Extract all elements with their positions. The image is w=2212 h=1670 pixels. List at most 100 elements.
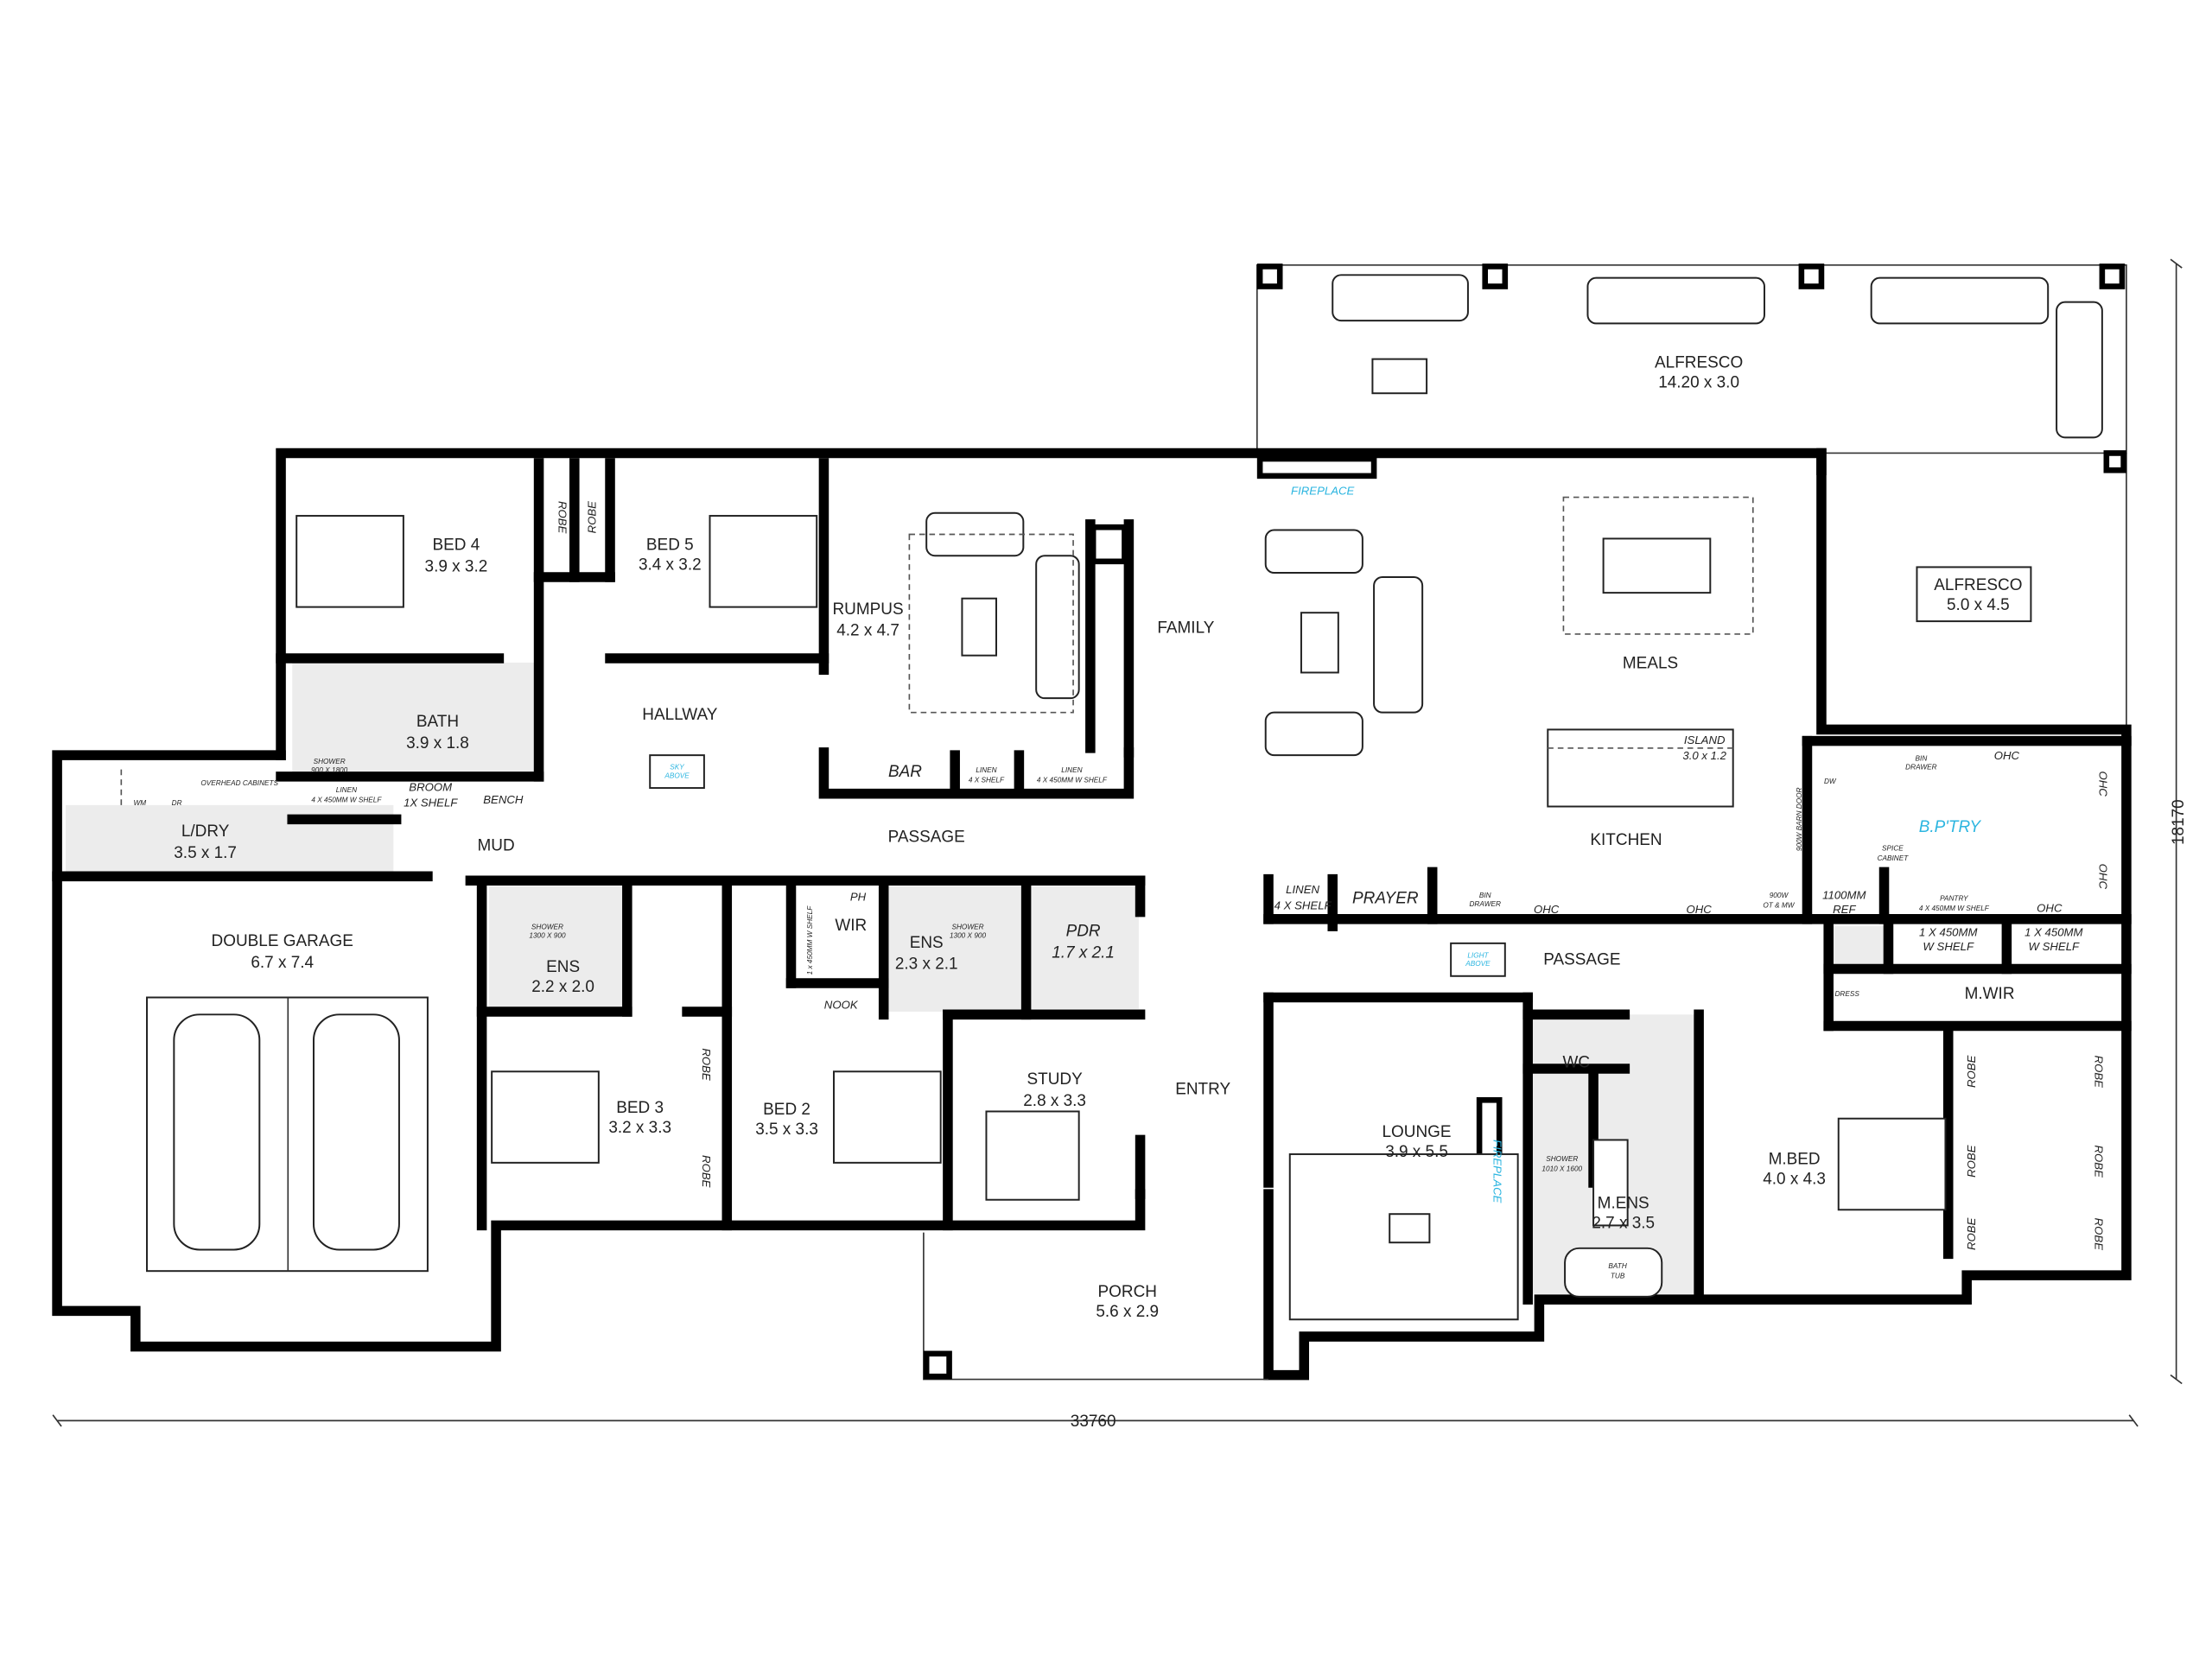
car-icon bbox=[173, 1013, 261, 1251]
robe-label: ROBE bbox=[1965, 1145, 1978, 1178]
room-name: KITCHEN bbox=[1590, 831, 1662, 849]
room-size: 3.9 x 1.8 bbox=[406, 734, 469, 752]
room-name: L/DRY bbox=[181, 822, 230, 841]
room-size: 3.9 x 3.2 bbox=[425, 557, 488, 575]
robe-label: ROBE bbox=[700, 1048, 713, 1081]
shower-label: SHOWER bbox=[951, 923, 983, 930]
linen-label: LINEN bbox=[1061, 766, 1082, 774]
bed-4-bed bbox=[296, 515, 404, 608]
room-size: 2.8 x 3.3 bbox=[1023, 1092, 1086, 1110]
bin-drawer-label: BIN bbox=[1916, 755, 1928, 763]
room-size: 3.4 x 3.2 bbox=[639, 556, 702, 575]
room-name: B.P'TRY bbox=[1919, 818, 1982, 836]
dress-label: DRESS bbox=[1834, 990, 1859, 998]
room-size: 3.2 x 3.3 bbox=[608, 1119, 671, 1137]
shelf-label: W SHELF bbox=[2028, 940, 2080, 953]
bath-tub-label: BATH bbox=[1608, 1262, 1626, 1270]
alfresco-sofa bbox=[2056, 301, 2103, 439]
room-size: 3.9 x 5.5 bbox=[1385, 1143, 1448, 1161]
room-name: WIR bbox=[835, 917, 867, 935]
study-desk bbox=[985, 1110, 1080, 1201]
room-name: BED 5 bbox=[646, 537, 694, 555]
robe-label: ROBE bbox=[700, 1155, 713, 1188]
room-size: 2.7 x 3.5 bbox=[1592, 1215, 1655, 1233]
skylight-label: ABOVE bbox=[664, 772, 690, 780]
lounge-tv-table bbox=[1389, 1213, 1431, 1244]
ph-label: PH bbox=[850, 890, 867, 903]
fireplace-label: FIREPLACE bbox=[1291, 484, 1354, 497]
bin-drawer-label: BIN bbox=[1479, 892, 1491, 899]
spice-cabinet-label: CABINET bbox=[1878, 854, 1910, 862]
bar-label: BAR bbox=[888, 763, 922, 781]
bench-label: BENCH bbox=[483, 793, 524, 806]
broom-label: BROOM bbox=[409, 780, 452, 793]
bath-tub-icon bbox=[1564, 1247, 1663, 1298]
family-sofa bbox=[1264, 711, 1363, 757]
room-name: PDR bbox=[1066, 923, 1101, 941]
dr-label: DR bbox=[172, 799, 182, 807]
robe-label: ROBE bbox=[586, 501, 599, 534]
barn-door-label: 900W BARN DOOR bbox=[1796, 787, 1803, 851]
dw-label: DW bbox=[1824, 778, 1837, 785]
overall-depth-dimension: 18170 bbox=[2170, 799, 2188, 845]
skylight-label: SKY bbox=[670, 764, 684, 772]
fridge-label: 1100MM bbox=[1822, 889, 1866, 902]
skylight-icon bbox=[1450, 942, 1506, 977]
alfresco-sofa bbox=[1332, 274, 1469, 322]
ohc-label: OHC bbox=[2097, 771, 2110, 797]
room-name: M.WIR bbox=[1965, 985, 2015, 1003]
coffee-table bbox=[961, 597, 997, 657]
linen-label: 4 X SHELF bbox=[1274, 898, 1332, 911]
ohc-label: OHC bbox=[1994, 749, 2020, 762]
room-name: MEALS bbox=[1623, 655, 1678, 673]
robe-label: ROBE bbox=[2093, 1056, 2106, 1089]
linen-label: LINEN bbox=[976, 766, 996, 774]
robe-label: ROBE bbox=[556, 501, 569, 534]
ohc-label: OHC bbox=[2037, 902, 2063, 915]
room-name: PASSAGE bbox=[888, 829, 965, 847]
room-size: 1.7 x 2.1 bbox=[1052, 943, 1115, 962]
room-name: FAMILY bbox=[1157, 619, 1214, 637]
room-labels: ALFRESCO 14.20 x 3.0 ALFRESCO 5.0 x 4.5 … bbox=[174, 354, 2022, 1321]
room-name: ENS bbox=[910, 934, 944, 952]
bed-5-bed bbox=[709, 515, 818, 608]
alfresco-outline bbox=[1256, 264, 2127, 741]
skylight-label: ABOVE bbox=[1465, 960, 1491, 968]
robe-label: ROBE bbox=[2093, 1146, 2106, 1178]
room-size: 3.5 x 1.7 bbox=[174, 844, 237, 862]
bin-drawer-label: DRAWER bbox=[1469, 900, 1501, 908]
overall-width-dimension: 33760 bbox=[1071, 1413, 1116, 1431]
dining-table bbox=[1602, 537, 1712, 594]
shower-label: SHOWER bbox=[1546, 1155, 1578, 1163]
room-name: M.ENS bbox=[1598, 1195, 1649, 1213]
room-size: 3.5 x 3.3 bbox=[755, 1121, 818, 1139]
room-size: 5.0 x 4.5 bbox=[1947, 596, 2010, 614]
family-sofa bbox=[1264, 529, 1363, 575]
broom-label: 1X SHELF bbox=[404, 797, 458, 810]
ohc-label: OHC bbox=[1534, 903, 1560, 916]
shower-label: 900 X 1800 bbox=[311, 766, 348, 774]
linen-label: 4 X 450MM W SHELF bbox=[1037, 776, 1108, 784]
room-size: 6.7 x 7.4 bbox=[251, 954, 314, 972]
alfresco-sofa bbox=[1870, 276, 2050, 325]
car-icon bbox=[312, 1013, 400, 1251]
bed-3-bed bbox=[491, 1070, 600, 1164]
island-label: ISLAND bbox=[1684, 733, 1726, 746]
room-name: PORCH bbox=[1098, 1283, 1157, 1301]
family-sofa bbox=[1373, 575, 1424, 714]
room-name: MUD bbox=[478, 837, 515, 855]
room-name: BED 4 bbox=[433, 537, 480, 555]
room-name: DOUBLE GARAGE bbox=[212, 932, 353, 950]
room-name: PASSAGE bbox=[1543, 951, 1620, 969]
shelf-label: 1 X 450MM bbox=[1919, 926, 1977, 939]
spice-cabinet-label: SPICE bbox=[1882, 845, 1904, 853]
bin-drawer-label: DRAWER bbox=[1905, 764, 1937, 772]
island-bench bbox=[1547, 728, 1734, 808]
room-name: RUMPUS bbox=[832, 600, 903, 619]
dimension-lines bbox=[52, 258, 2183, 1427]
room-name: STUDY bbox=[1027, 1070, 1083, 1089]
robe-label: ROBE bbox=[1965, 1217, 1978, 1250]
room-size: 2.3 x 2.1 bbox=[895, 956, 958, 974]
room-size: 2.2 x 2.0 bbox=[531, 978, 594, 996]
